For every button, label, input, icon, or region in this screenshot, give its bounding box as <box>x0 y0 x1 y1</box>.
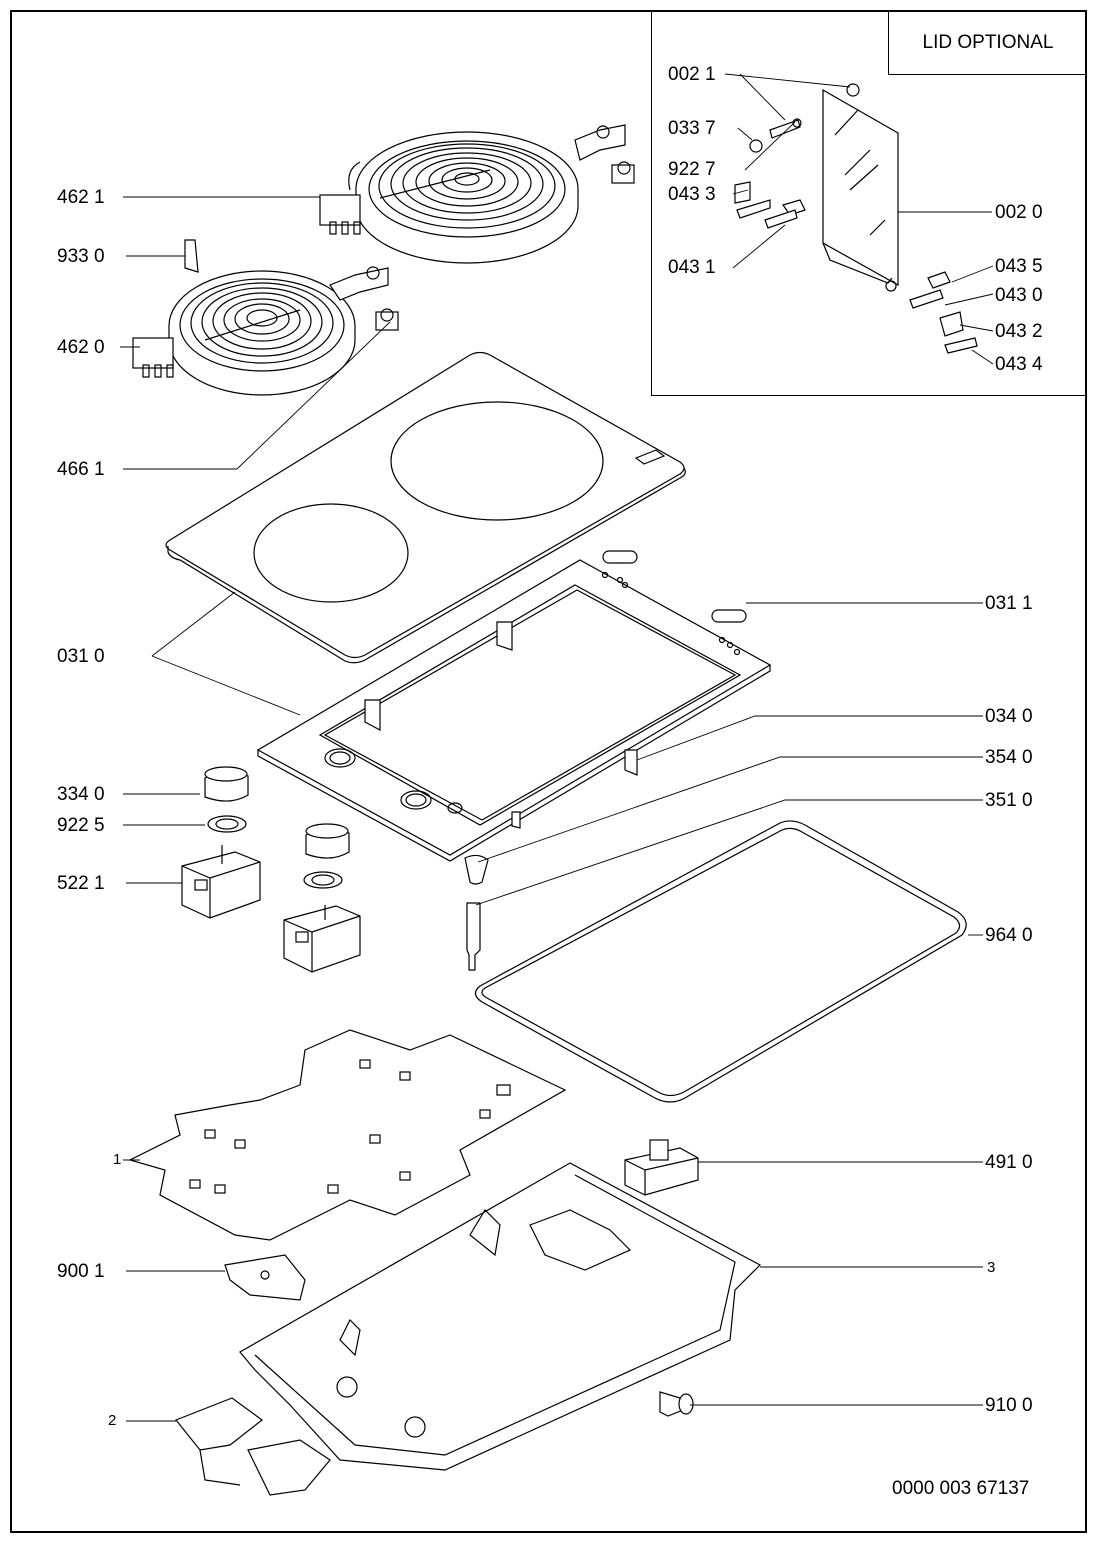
document-number: 0000 003 67137 <box>892 1478 1030 1499</box>
fixing-clamps <box>175 1397 331 1496</box>
large-heating-element <box>319 124 635 264</box>
label-334-0: 334 0 <box>57 784 105 805</box>
label-3: 3 <box>987 1259 996 1276</box>
terminal-block <box>624 1139 699 1196</box>
label-466-1: 466 1 <box>57 459 105 480</box>
label-043-3: 043 3 <box>668 184 716 205</box>
clamp-bracket <box>224 1254 306 1301</box>
small-heating-element <box>132 239 399 396</box>
label-043-1: 043 1 <box>668 257 716 278</box>
label-034-0: 034 0 <box>985 706 1033 727</box>
label-2: 2 <box>108 1412 117 1429</box>
label-031-1: 031 1 <box>985 593 1033 614</box>
label-351-0: 351 0 <box>985 790 1033 811</box>
label-900-1: 900 1 <box>57 1261 105 1282</box>
screw <box>659 1391 694 1417</box>
indicator-lamp <box>464 854 489 971</box>
label-922-7: 922 7 <box>668 159 716 180</box>
label-043-2: 043 2 <box>995 321 1043 342</box>
bottom-tray <box>239 1162 761 1471</box>
rubber-pads <box>602 550 747 623</box>
label-031-0: 031 0 <box>57 646 105 667</box>
label-002-1: 002 1 <box>668 64 716 85</box>
label-1: 1 <box>113 1151 122 1168</box>
label-922-5: 922 5 <box>57 815 105 836</box>
drawing-frame <box>10 10 1087 1533</box>
label-354-0: 354 0 <box>985 747 1033 768</box>
label-002-0: 002 0 <box>995 202 1043 223</box>
lid-optional-box <box>651 12 1087 396</box>
label-964-0: 964 0 <box>985 925 1033 946</box>
glass-ceramic-top <box>165 351 686 664</box>
label-043-0: 043 0 <box>995 285 1043 306</box>
glass-lid <box>822 88 899 292</box>
leader-lines <box>120 73 994 1422</box>
label-043-5: 043 5 <box>995 256 1043 277</box>
label-462-0: 462 0 <box>57 337 105 358</box>
control-knobs <box>204 766 350 889</box>
frame-seal <box>474 820 967 1103</box>
hob-frame <box>256 559 772 862</box>
label-933-0: 933 0 <box>57 246 105 267</box>
lid-optional-title-box: LID OPTIONAL <box>888 12 1087 75</box>
label-043-4: 043 4 <box>995 354 1043 375</box>
label-462-1: 462 1 <box>57 187 105 208</box>
label-522-1: 522 1 <box>57 873 105 894</box>
energy-regulators <box>181 845 361 973</box>
label-033-7: 033 7 <box>668 118 716 139</box>
mounting-plate <box>128 1029 567 1241</box>
label-910-0: 910 0 <box>985 1395 1033 1416</box>
lid-optional-title: LID OPTIONAL <box>922 32 1054 53</box>
label-491-0: 491 0 <box>985 1152 1033 1173</box>
